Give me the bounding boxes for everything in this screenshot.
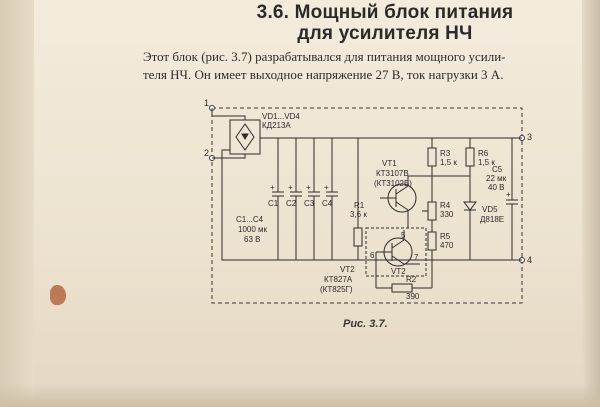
r2-label: R2: [406, 275, 417, 284]
caps-voltage: 63 В: [244, 235, 260, 244]
resistor-r2: [375, 252, 433, 293]
vt2-pin-5: 5: [401, 231, 406, 240]
cap-plus-2: +: [288, 183, 293, 192]
vt2-alt: (КТ825Г): [320, 285, 353, 294]
terminal-2-label: 2: [204, 148, 209, 158]
figure-caption: Рис. 3.7.: [343, 318, 388, 330]
r4-value: 330: [440, 210, 454, 219]
vt2-pin-6: 6: [370, 251, 375, 260]
resistor-r6-zener: [432, 138, 477, 260]
vt1-type: КТ3107В: [376, 169, 409, 178]
bridge-type: КД213А: [262, 121, 291, 130]
r5-value: 470: [440, 241, 454, 250]
diode-bridge: [229, 119, 261, 155]
caps-value-label: C1...C4: [236, 215, 264, 224]
vt2-inner-label: VT2: [391, 267, 406, 276]
terminal-1-label: 1: [204, 98, 209, 108]
r5-label: R5: [440, 232, 451, 241]
input-wiring: [211, 108, 246, 159]
transistor-vt1: [380, 175, 432, 228]
body-paragraph: Этот блок (рис. 3.7) разрабатывался для …: [143, 48, 583, 84]
cap-plus-3: +: [306, 183, 311, 192]
vt2-type: КТ827А: [324, 275, 353, 284]
page-gutter-shadow: [0, 0, 34, 407]
vt1-label: VT1: [382, 159, 397, 168]
resistor-r1: [353, 138, 363, 260]
cap-c4-label: C4: [322, 199, 333, 208]
circuit-schematic: 1 2 3 4 VD1...VD4 КД213А + + + + C1 C2 C…: [204, 98, 532, 304]
vd5-type: Д818Е: [480, 215, 504, 224]
c5-value: 22 мк: [486, 174, 507, 183]
cap-plus-4: +: [324, 183, 329, 192]
r6-value: 1,5 к: [478, 158, 495, 167]
page-edge: [582, 0, 600, 407]
heading-line-2: для усилителя НЧ: [297, 23, 473, 44]
paragraph-line-2: теля НЧ. Он имеет выходное напряжение 27…: [143, 67, 504, 82]
enclosure-border: [211, 107, 523, 304]
capacitor-c5: [506, 138, 518, 260]
r1-label: R1: [354, 201, 365, 210]
c5-plus: +: [506, 190, 511, 199]
r2-value: 390: [406, 292, 420, 301]
vt1-alt: (КТ3102Б): [374, 179, 412, 188]
terminal-3-label: 3: [527, 132, 532, 142]
cap-c2-label: C2: [286, 199, 297, 208]
page-bottom-shadow: [0, 383, 600, 407]
vt2-label: VT2: [340, 265, 355, 274]
caps-capacitance: 1000 мк: [238, 225, 268, 234]
c5-voltage: 40 В: [488, 183, 504, 192]
r3-label: R3: [440, 149, 451, 158]
cap-plus-1: +: [270, 183, 275, 192]
vd5-label: VD5: [482, 205, 498, 214]
terminal-4-label: 4: [527, 255, 532, 265]
r3-value: 1,5 к: [440, 158, 457, 167]
paper-stain: [50, 285, 66, 305]
vt2-pin-7: 7: [414, 253, 419, 262]
r1-value: 3,6 к: [350, 210, 367, 219]
capacitor-bank: [272, 138, 338, 260]
power-rails: [221, 137, 522, 261]
c5-label: C5: [492, 165, 503, 174]
cap-c1-label: C1: [268, 199, 279, 208]
cap-c3-label: C3: [304, 199, 315, 208]
paragraph-line-1: Этот блок (рис. 3.7) разрабатывался для …: [143, 49, 506, 64]
resistor-column: [422, 138, 437, 260]
transistor-vt2: [365, 227, 427, 277]
section-heading: 3.6. Мощный блок питания для усилителя Н…: [215, 2, 555, 44]
r6-label: R6: [478, 149, 489, 158]
heading-line-1: 3.6. Мощный блок питания: [256, 2, 514, 23]
bridge-label: VD1...VD4: [262, 112, 300, 121]
r4-label: R4: [440, 201, 451, 210]
